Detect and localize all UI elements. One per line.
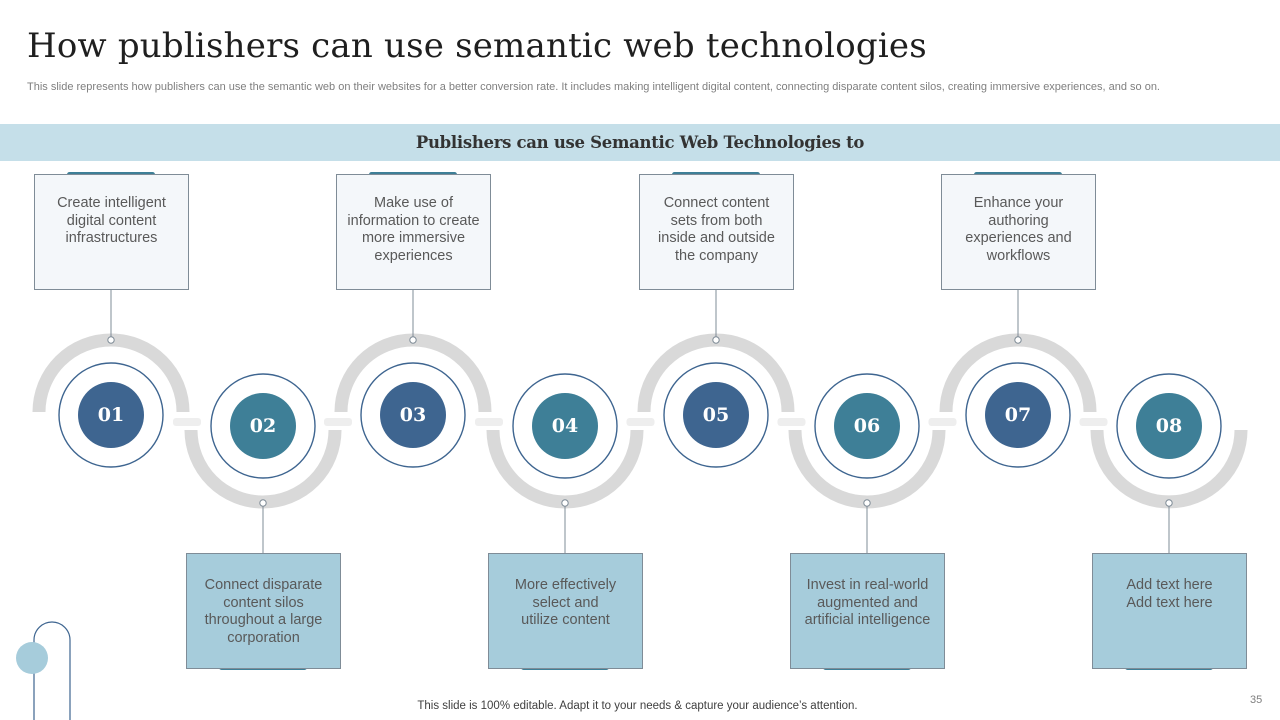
step-text: Enhance your authoring experiences and w… [965,195,1072,264]
slide-subtitle: This slide represents how publishers can… [27,81,1160,93]
decorative-hook-icon [33,621,71,720]
page-number: 35 [1250,694,1263,706]
decorative-dot-icon [16,642,48,674]
connector-dot [107,336,115,344]
step-number-06: 06 [834,393,900,459]
track-joint [626,418,655,426]
connector-dot [561,499,569,507]
track-joint [173,418,201,426]
step-text: Add text here Add text here [1126,577,1213,611]
connector-dot [259,499,267,507]
step-text: Connect content sets from both inside an… [658,195,775,264]
step-text: More effectively select and utilize cont… [514,577,617,628]
step-box-01: Create intelligent digital content infra… [34,174,189,290]
footer-note: This slide is 100% editable. Adapt it to… [417,700,858,712]
step-text: Invest in real-world augmented and artif… [804,577,931,628]
step-number-04: 04 [532,393,598,459]
track-joint [777,418,806,426]
track-joint [324,418,352,426]
connector-dot [1165,499,1173,507]
track-joint [928,418,957,426]
step-box-04: More effectively select and utilize cont… [488,553,643,669]
step-number-03: 03 [380,382,446,448]
step-text: Create intelligent digital content infra… [57,195,166,246]
step-text: Make use of information to create more i… [347,195,480,264]
step-number-05: 05 [683,382,749,448]
step-number-02: 02 [230,393,296,459]
step-box-06: Invest in real-world augmented and artif… [790,553,945,669]
banner-text: Publishers can use Semantic Web Technolo… [415,133,865,152]
connector-dot [409,336,417,344]
step-box-02: Connect disparate content silos througho… [186,553,341,669]
step-number-07: 07 [985,382,1051,448]
step-number-08: 08 [1136,393,1202,459]
track-joint [475,418,503,426]
step-box-05: Connect content sets from both inside an… [639,174,794,290]
step-number-01: 01 [78,382,144,448]
slide-title: How publishers can use semantic web tech… [27,26,927,66]
banner: Publishers can use Semantic Web Technolo… [0,124,1280,161]
connector-dot [863,499,871,507]
connector-dot [712,336,720,344]
connector-dot [1014,336,1022,344]
step-box-03: Make use of information to create more i… [336,174,491,290]
step-box-07: Enhance your authoring experiences and w… [941,174,1096,290]
track-joint [1079,418,1108,426]
step-box-08: Add text here Add text here [1092,553,1247,669]
step-text: Connect disparate content silos througho… [204,577,323,646]
